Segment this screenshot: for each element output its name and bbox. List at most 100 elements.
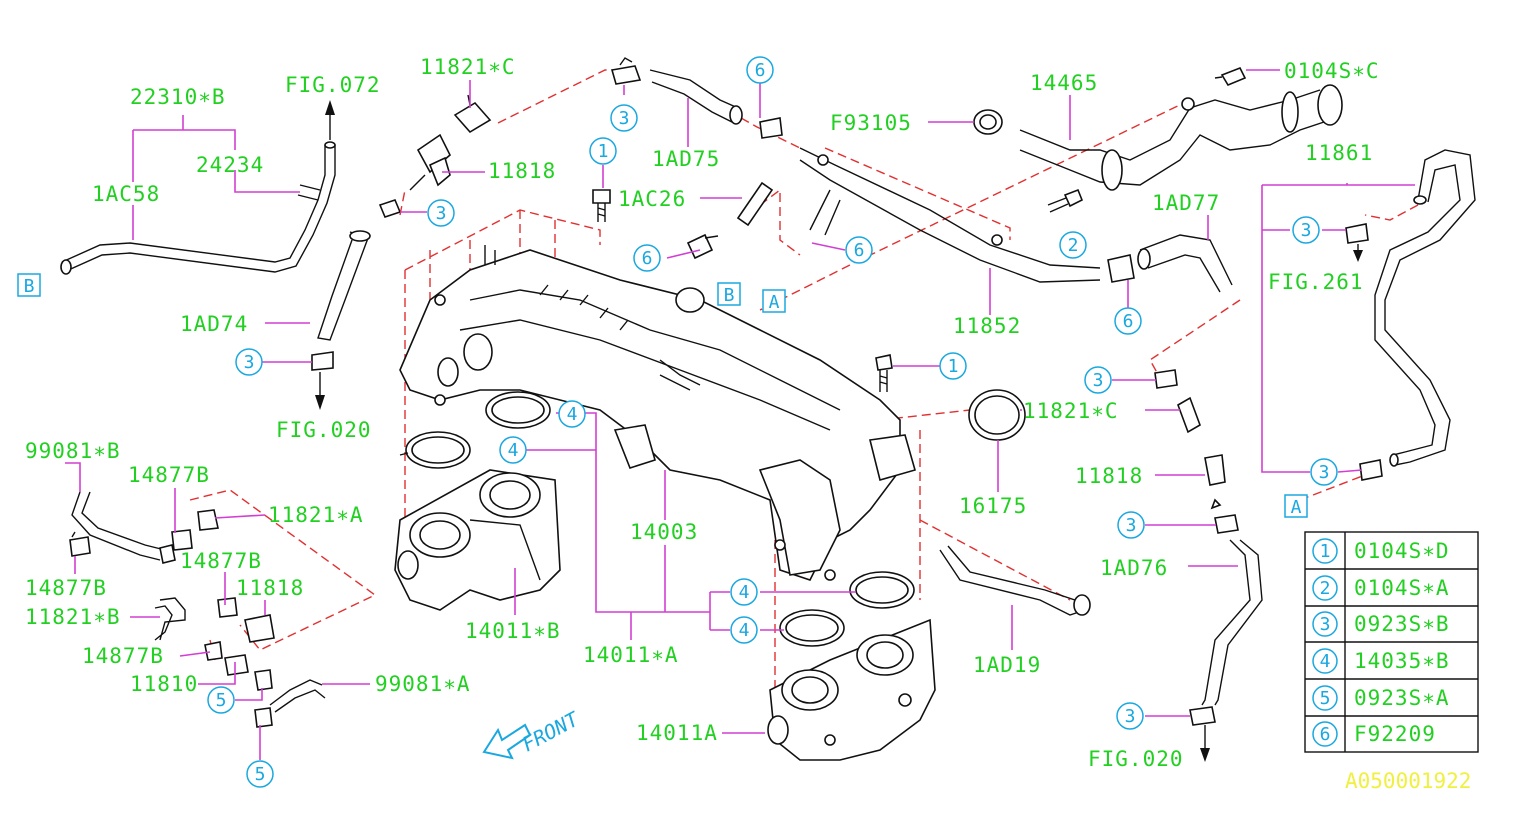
callout-1-a: 1 <box>589 137 617 165</box>
hose-99081a <box>269 679 326 713</box>
pipe-11821b <box>154 597 186 641</box>
front-label: FRONT <box>518 706 584 756</box>
label-11818-top: 11818 <box>488 159 556 183</box>
callout-3-c: 3 <box>1292 216 1320 244</box>
label-14465: 14465 <box>1030 71 1098 95</box>
label-11810: 11810 <box>130 672 198 696</box>
svg-text:1: 1 <box>598 141 609 162</box>
svg-text:5: 5 <box>255 764 266 785</box>
svg-text:0104S∗D: 0104S∗D <box>1354 539 1450 563</box>
svg-text:3: 3 <box>1319 462 1330 483</box>
label-fig020-right: FIG.020 <box>1088 747 1184 771</box>
hose-11861 <box>1374 149 1476 466</box>
svg-text:0104S∗A: 0104S∗A <box>1354 576 1450 600</box>
callout-6-a: 6 <box>746 56 774 84</box>
svg-text:A: A <box>1291 497 1302 518</box>
label-11852: 11852 <box>953 314 1021 338</box>
hose-1ad76 <box>1201 539 1263 706</box>
callout-4-b: 4 <box>499 436 527 464</box>
label-1ad74: 1AD74 <box>180 312 248 336</box>
label-0104sc: 0104S∗C <box>1284 59 1380 83</box>
ref-box-a-right: A <box>1284 494 1308 518</box>
svg-text:3: 3 <box>1320 614 1331 635</box>
label-99081b: 99081∗B <box>25 439 121 463</box>
label-1ad77: 1AD77 <box>1152 191 1220 215</box>
legend-row-3: 3 0923S∗B <box>1312 611 1450 637</box>
part-labels: 22310∗B 24234 1AC58 FIG.072 11821∗C 1181… <box>25 55 1380 771</box>
svg-text:4: 4 <box>508 440 519 461</box>
svg-text:A: A <box>769 292 780 313</box>
legend-row-2: 2 0104S∗A <box>1312 575 1450 601</box>
label-1ad19: 1AD19 <box>973 653 1041 677</box>
label-99081a: 99081∗A <box>375 672 471 696</box>
label-14011a: 14011A <box>636 721 718 745</box>
callout-3-b: 3 <box>610 104 638 132</box>
svg-text:14035∗B: 14035∗B <box>1354 649 1450 673</box>
ref-box-a-center: A <box>762 289 786 313</box>
svg-text:5: 5 <box>1320 688 1331 709</box>
label-11821c-top: 11821∗C <box>420 55 516 79</box>
parts-drawings <box>60 57 1476 762</box>
label-24234: 24234 <box>196 153 264 177</box>
callout-6-c: 6 <box>845 236 873 264</box>
svg-text:4: 4 <box>1320 651 1331 672</box>
pipe-1ac58 <box>61 145 336 273</box>
callout-6-b: 6 <box>633 244 661 272</box>
callout-5-a: 5 <box>207 686 235 714</box>
svg-text:6: 6 <box>1320 724 1331 745</box>
pipe-11852 <box>799 147 1101 283</box>
label-14877b-d: 14877B <box>82 644 164 668</box>
label-14011a-star: 14011∗A <box>583 643 679 667</box>
hose-14465 <box>1019 89 1331 186</box>
legend-row-1: 1 0104S∗D <box>1312 538 1450 564</box>
label-11818-left: 11818 <box>236 576 304 600</box>
label-1ac58: 1AC58 <box>92 182 160 206</box>
callout-3-e: 3 <box>1084 366 1112 394</box>
label-f93105: F93105 <box>830 111 912 135</box>
svg-text:4: 4 <box>739 620 750 641</box>
label-22310b: 22310∗B <box>130 85 226 109</box>
label-1ac26: 1AC26 <box>618 187 686 211</box>
svg-text:6: 6 <box>854 240 865 261</box>
pipe-1ac26 <box>736 181 774 227</box>
front-arrow: FRONT <box>482 706 584 760</box>
hose-99081b <box>71 491 166 561</box>
callout-4-a: 4 <box>558 400 586 428</box>
legend-table: 1 0104S∗D 2 0104S∗A 3 0923S∗B 4 14035∗B … <box>1304 531 1479 753</box>
label-11821b: 11821∗B <box>25 605 121 629</box>
svg-text:6: 6 <box>642 248 653 269</box>
callout-5-b: 5 <box>246 760 274 788</box>
label-16175: 16175 <box>959 494 1027 518</box>
label-14877b-a: 14877B <box>128 463 210 487</box>
label-1ad75: 1AD75 <box>652 147 720 171</box>
callout-4-d: 4 <box>730 616 758 644</box>
legend-row-5: 5 0923S∗A <box>1312 685 1449 711</box>
svg-text:6: 6 <box>755 60 766 81</box>
ref-box-b-left: B <box>17 273 41 297</box>
svg-text:2: 2 <box>1068 235 1079 256</box>
callout-6-d: 6 <box>1114 307 1142 335</box>
svg-text:1: 1 <box>1320 541 1331 562</box>
svg-text:3: 3 <box>244 352 255 373</box>
svg-text:0923S∗B: 0923S∗B <box>1354 612 1450 636</box>
hose-1ad75 <box>649 69 739 123</box>
svg-text:3: 3 <box>619 108 630 129</box>
ref-box-b-center: B <box>717 282 741 306</box>
svg-text:6: 6 <box>1123 311 1134 332</box>
svg-text:B: B <box>724 285 735 306</box>
label-14003: 14003 <box>630 520 698 544</box>
svg-text:3: 3 <box>436 203 447 224</box>
label-fig020-left: FIG.020 <box>276 418 372 442</box>
callout-3-f: 3 <box>1310 458 1338 486</box>
callout-4-c: 4 <box>730 578 758 606</box>
callout-3-a: 3 <box>427 199 455 227</box>
callout-3-h: 3 <box>1116 702 1144 730</box>
callout-2: 2 <box>1059 231 1087 259</box>
callout-3-g: 3 <box>1117 511 1145 539</box>
svg-text:3: 3 <box>1125 706 1136 727</box>
svg-text:F92209: F92209 <box>1354 722 1436 746</box>
callout-1-b: 1 <box>939 352 967 380</box>
svg-text:5: 5 <box>216 690 227 711</box>
callouts: 3 3 6 1 6 6 2 6 3 3 1 3 4 4 3 3 4 4 5 3 … <box>207 56 1338 788</box>
